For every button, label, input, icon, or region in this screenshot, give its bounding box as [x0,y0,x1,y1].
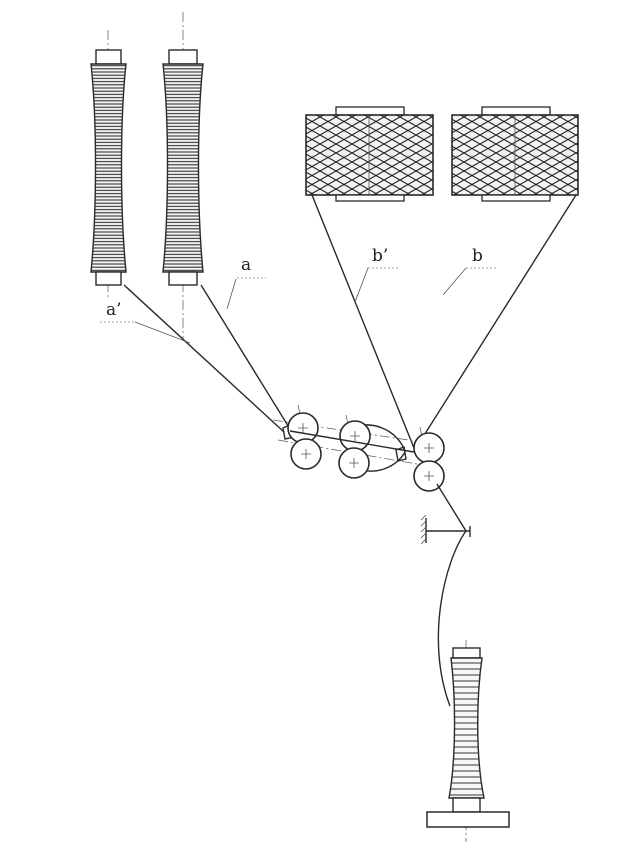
label-a-text: a [241,255,251,275]
filament-strand-b [415,194,577,449]
label-b-prime: b’ [354,246,400,303]
roving-strand-a [200,284,291,430]
yarn-guide [420,514,471,545]
label-b-prime-text: b’ [372,246,388,266]
label-a-prime-text: a’ [106,300,122,320]
label-a: a [226,255,266,310]
drafting-rollers [272,404,445,493]
label-a-prime: a’ [100,300,191,344]
output-yarn [436,483,467,707]
filament-strand-b-prime [311,194,415,449]
roving-bobbin-left [90,30,127,300]
roving-strand-a-prime [123,284,285,433]
label-b: b [442,246,498,296]
filament-package-left [305,106,434,202]
filament-package-right [451,106,579,202]
spindle-bobbin [426,640,510,842]
roving-bobbin-right [162,12,204,340]
label-b-text: b [472,246,483,266]
